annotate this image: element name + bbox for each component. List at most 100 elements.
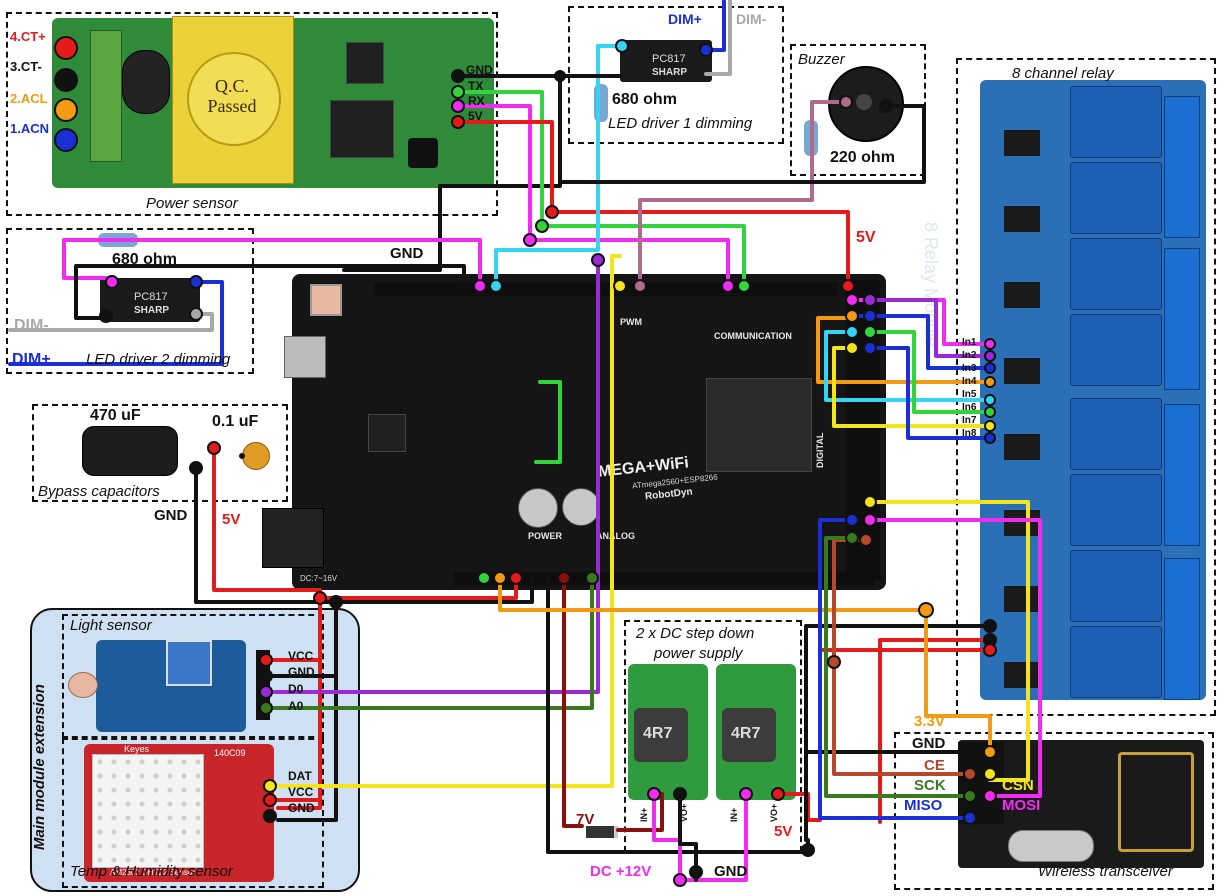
ps-rx-label: RX bbox=[468, 94, 485, 108]
wire-gnd-12v bbox=[678, 792, 698, 882]
optocoupler-2-text: PC817 bbox=[134, 291, 168, 303]
cap-470uf-label: 470 uF bbox=[90, 407, 141, 424]
relay-in5-label: In5 bbox=[962, 389, 977, 400]
relay-in4-label: In4 bbox=[962, 376, 977, 387]
power-sensor-caption: Power sensor bbox=[146, 195, 238, 212]
dim1-plus-label: DIM+ bbox=[668, 11, 702, 27]
nrf-miso-label: MISO bbox=[904, 797, 943, 814]
nrf-crystal bbox=[1008, 830, 1094, 862]
relay-caption: 8 channel relay bbox=[1012, 65, 1114, 82]
relay-in8-label: In8 bbox=[962, 428, 977, 439]
wireless-box bbox=[894, 732, 1214, 890]
led-driver-1-caption: LED driver 1 dimming bbox=[608, 115, 753, 132]
bypass-caption: Bypass capacitors bbox=[38, 483, 160, 500]
step-down-caption-1: 2 x DC step down bbox=[636, 625, 755, 642]
relay-in7-label: In7 bbox=[962, 415, 977, 426]
dht-vcc-label: VCC bbox=[288, 785, 314, 799]
power-sensor-box bbox=[6, 12, 498, 216]
wire-5v-relay bbox=[776, 648, 992, 822]
wire-dim1-plus bbox=[704, 0, 726, 52]
power-sensor-ic bbox=[330, 100, 394, 158]
optocoupler-1 bbox=[620, 40, 712, 82]
relay-4 bbox=[1070, 314, 1162, 386]
wire-relay-vcc bbox=[878, 638, 992, 824]
board-5v-label: 5V bbox=[856, 229, 876, 246]
nrf-mosi-label: MOSI bbox=[1002, 797, 1041, 814]
relay-terminals-2 bbox=[1164, 248, 1200, 390]
relay-in1-label: In1 bbox=[962, 337, 977, 348]
dc-12v-label: DC +12V bbox=[590, 863, 652, 880]
cap-01uf-label: 0.1 uF bbox=[212, 413, 259, 430]
wire-nrf-ce bbox=[832, 538, 972, 776]
dht-box bbox=[62, 738, 324, 888]
ps-tx-label: TX bbox=[468, 79, 484, 93]
acn-label: 1.ACN bbox=[10, 121, 50, 136]
qc-passed-badge bbox=[187, 52, 281, 146]
extension-caption: Main module extension bbox=[31, 684, 48, 850]
nrf-gnd-label: GND bbox=[912, 735, 946, 752]
step-down-caption-2: power supply bbox=[654, 645, 743, 662]
optocoupler-1-brand: SHARP bbox=[652, 67, 688, 78]
qc-passed-text: Q.C. Passed bbox=[207, 76, 257, 116]
relay-terminals-1 bbox=[1164, 96, 1200, 238]
relay-in6-label: In6 bbox=[962, 402, 977, 413]
mega-cap bbox=[518, 488, 558, 528]
dc-gnd-label: GND bbox=[714, 863, 748, 880]
wire-nrf-33v bbox=[498, 576, 992, 754]
light-vcc-label: VCC bbox=[288, 649, 314, 663]
light-d0-label: D0 bbox=[288, 682, 304, 696]
light-gnd-label: GND bbox=[288, 665, 315, 679]
wire-light-d0 bbox=[260, 254, 600, 694]
wire-bypass-gnd bbox=[194, 466, 338, 604]
relay-terminals-3 bbox=[1164, 404, 1200, 546]
wire-nrf-miso bbox=[818, 518, 972, 820]
wire-led1-cyan bbox=[494, 44, 624, 288]
wire-dht-dat bbox=[264, 254, 622, 788]
relay-in3-label: In3 bbox=[962, 363, 977, 374]
buzzer-hole bbox=[856, 94, 872, 110]
nrf-antenna bbox=[1118, 752, 1194, 852]
dht-board-code: 140C09 bbox=[214, 748, 246, 758]
relay-1 bbox=[1070, 86, 1162, 158]
nrf-ce-label: CE bbox=[924, 757, 945, 774]
relay-5 bbox=[1070, 398, 1162, 470]
dht-sensor-body bbox=[92, 754, 204, 868]
dot-ct-minus bbox=[54, 68, 78, 92]
step-down-7v-label: 7V bbox=[576, 811, 595, 828]
relay-terminals-4 bbox=[1164, 558, 1200, 700]
dim2-plus-label: DIM+ bbox=[12, 351, 51, 368]
step-down-5v-label: 5V bbox=[774, 823, 793, 840]
wire-nrf-mosi bbox=[868, 518, 1042, 798]
dc-label: DC:7~16V bbox=[300, 574, 338, 583]
relay-2 bbox=[1070, 162, 1162, 234]
optocoupler-2-brand: SHARP bbox=[134, 305, 170, 316]
wire-dim2-minus bbox=[8, 312, 214, 332]
led-driver-2-box bbox=[6, 228, 254, 374]
wire-light-a0 bbox=[260, 576, 594, 710]
ct-plus-label: 4.CT+ bbox=[10, 29, 46, 44]
inductor-1-label: 4R7 bbox=[643, 725, 673, 742]
diode-7v bbox=[586, 826, 618, 838]
dht-board-top: Keyes bbox=[124, 744, 150, 754]
wire-buzzer-gnd bbox=[558, 104, 926, 184]
dim1-minus-label: DIM- bbox=[736, 11, 767, 27]
pwm-header-label: PWM bbox=[620, 317, 642, 327]
wire-board-gnd bbox=[276, 576, 534, 822]
dim2-minus-label: DIM- bbox=[14, 317, 49, 334]
atmega-chip bbox=[706, 378, 812, 472]
wire-relay-gnd bbox=[804, 624, 992, 842]
wire-nrf-csn bbox=[868, 500, 1030, 782]
esp-chip bbox=[368, 414, 406, 452]
wireless-caption: Wireless transceiver bbox=[1038, 863, 1173, 880]
bypass-gnd-label: GND bbox=[154, 507, 188, 524]
wire-7v bbox=[562, 576, 584, 828]
dht-dat-label: DAT bbox=[288, 769, 312, 783]
dht-board-bottom: AM2302 DHT22 Sensor bbox=[110, 868, 195, 877]
wire-in3 bbox=[850, 314, 992, 370]
comm-header-label: COMMUNICATION bbox=[714, 331, 792, 341]
buzzer-resistor-label: 220 ohm bbox=[830, 149, 895, 166]
led1-resistor-label: 680 ohm bbox=[612, 91, 677, 108]
wire-buzzer-signal bbox=[638, 100, 848, 288]
wire-dim1-minus bbox=[704, 0, 732, 76]
